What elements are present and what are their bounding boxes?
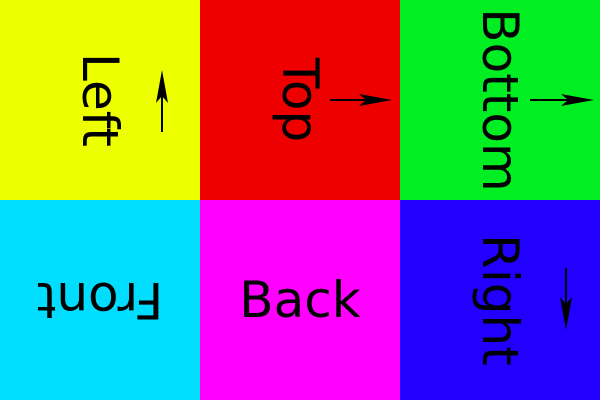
face-top: Top	[200, 0, 400, 200]
face-left-label: Left	[71, 52, 129, 148]
face-bottom-label: Bottom	[471, 8, 529, 192]
face-right: Right	[400, 200, 600, 400]
face-front-label: Front	[36, 271, 164, 329]
face-left: Left	[0, 0, 200, 200]
face-back: Back	[200, 200, 400, 400]
face-bottom: Bottom	[400, 0, 600, 200]
face-back-label: Back	[239, 271, 361, 329]
face-top-label: Top	[271, 57, 329, 143]
face-right-label: Right	[471, 234, 529, 366]
face-front: Front	[0, 200, 200, 400]
